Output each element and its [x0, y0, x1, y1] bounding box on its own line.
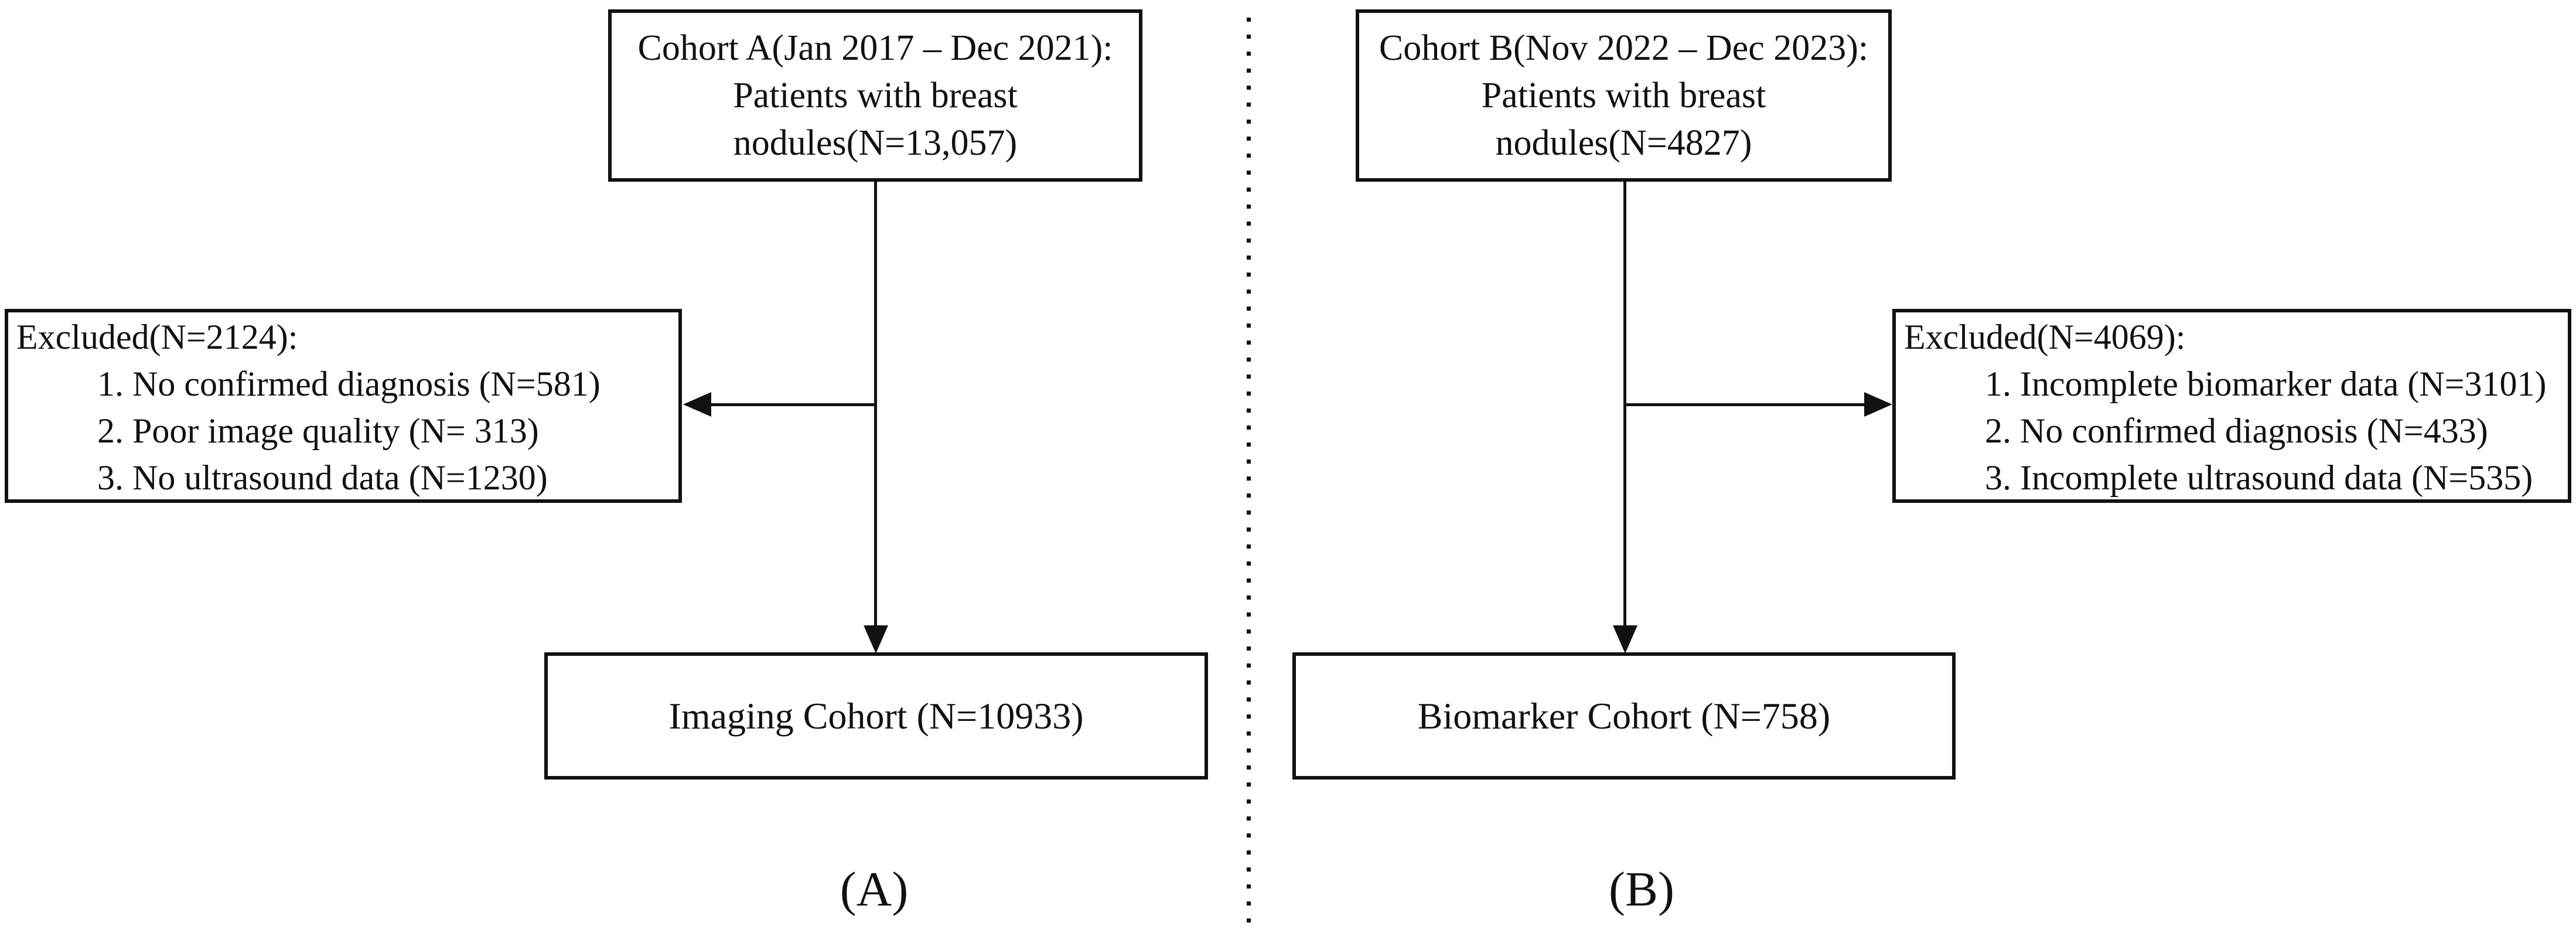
imaging-cohort-result-text: Imaging Cohort (N=10933) [668, 695, 1084, 737]
cohort-b-population-line: Patients with breast [1481, 75, 1766, 115]
cohort-b-excluded-box: Excluded(N=4069): 1. Incomplete biomarke… [1892, 309, 2571, 503]
cohort-a-source-box: Cohort A(Jan 2017 – Dec 2021): Patients … [608, 9, 1142, 182]
cohort-b-excluded-item-1: 1. Incomplete biomarker data (N=3101) [1985, 365, 2547, 403]
panel-a-label: (A) [840, 862, 909, 917]
cohort-a-excluded-item-1: 1. No confirmed diagnosis (N=581) [97, 365, 601, 403]
cohort-b-down-arrowhead-icon [1613, 625, 1637, 654]
cohort-b-exclusion-branch-line [1625, 403, 1867, 406]
biomarker-cohort-result-box: Biomarker Cohort (N=758) [1292, 652, 1956, 780]
panel-b-label: (B) [1609, 862, 1674, 917]
cohort-b-source-box: Cohort B(Nov 2022 – Dec 2023): Patients … [1356, 9, 1892, 182]
cohort-a-title-line: Cohort A(Jan 2017 – Dec 2021): [637, 28, 1113, 68]
cohort-a-left-arrowhead-icon [683, 392, 711, 417]
cohort-b-excluded-item-3: 3. Incomplete ultrasound data (N=535) [1985, 458, 2533, 497]
cohort-a-count-line: nodules(N=13,057) [733, 122, 1018, 163]
cohort-a-down-arrowhead-icon [864, 625, 888, 654]
biomarker-cohort-result-text: Biomarker Cohort (N=758) [1417, 695, 1831, 737]
cohort-b-excluded-title: Excluded(N=4069): [1904, 318, 2186, 356]
imaging-cohort-result-box: Imaging Cohort (N=10933) [544, 652, 1208, 780]
cohort-a-population-line: Patients with breast [733, 75, 1018, 115]
cohort-a-excluded-item-3: 3. No ultrasound data (N=1230) [97, 458, 548, 497]
cohort-b-vertical-connector-line [1623, 181, 1626, 629]
cohort-b-title-line: Cohort B(Nov 2022 – Dec 2023): [1379, 28, 1869, 68]
cohort-a-excluded-title: Excluded(N=2124): [16, 318, 298, 356]
cohort-b-count-line: nodules(N=4827) [1495, 122, 1752, 163]
cohort-b-excluded-item-2: 2. No confirmed diagnosis (N=433) [1985, 411, 2488, 450]
panel-divider-dotted-line [1247, 18, 1251, 923]
cohort-a-excluded-item-2: 2. Poor image quality (N= 313) [97, 411, 539, 450]
cohort-a-excluded-box: Excluded(N=2124): 1. No confirmed diagno… [5, 309, 682, 503]
cohort-a-exclusion-branch-line [703, 403, 877, 406]
cohort-b-right-arrowhead-icon [1864, 392, 1892, 417]
